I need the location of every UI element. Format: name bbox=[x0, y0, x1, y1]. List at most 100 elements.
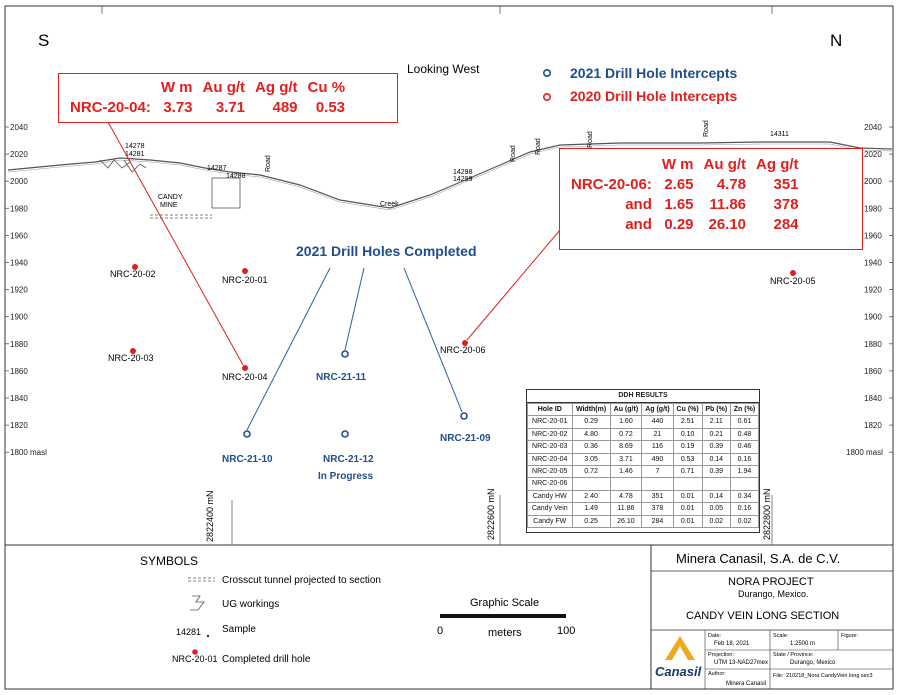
ddh-cell: 0.16 bbox=[729, 452, 760, 467]
drawing-title: CANDY VEIN LONG SECTION bbox=[686, 610, 839, 622]
ddh-cell: 0.02 bbox=[729, 514, 760, 529]
ddh-cell: 4.78 bbox=[609, 489, 643, 504]
road-label: Road bbox=[510, 145, 517, 162]
ddh-header: Ag (g/t) bbox=[641, 402, 674, 417]
ddh-header: Width(m) bbox=[571, 402, 611, 417]
drill-holes-2021 bbox=[243, 350, 468, 438]
ddh-cell: 0.72 bbox=[571, 465, 611, 479]
in-progress-label: In Progress bbox=[318, 471, 373, 482]
ddh-cell: 2.11 bbox=[701, 415, 731, 429]
elevation-label: 2040 bbox=[10, 123, 28, 132]
table-row: NRC-20-06 bbox=[527, 477, 760, 491]
scale-unit: meters bbox=[488, 627, 522, 639]
elevation-label: 2000 bbox=[10, 177, 28, 186]
sample-dot-icon bbox=[206, 634, 210, 638]
ddh-cell: 0.01 bbox=[672, 502, 703, 516]
elevation-label: 1900 bbox=[10, 313, 28, 322]
view-direction: Looking West bbox=[407, 62, 480, 76]
figure-label: Figure: bbox=[841, 633, 859, 639]
ddh-title: DDH RESULTS bbox=[527, 390, 759, 403]
ddh-cell: 26.10 bbox=[609, 514, 643, 529]
callout-row-label: NRC-20-04: bbox=[70, 99, 151, 116]
elevation-label: 1980 bbox=[864, 204, 882, 213]
ddh-cell: 8.69 bbox=[609, 440, 643, 454]
ddh-cell: 0.71 bbox=[672, 465, 703, 479]
scale-title: Graphic Scale bbox=[470, 597, 539, 609]
ddh-cell: 0.29 bbox=[571, 415, 611, 429]
ug-workings-symbol-icon bbox=[190, 595, 205, 611]
elevation-label: 2040 bbox=[864, 123, 882, 132]
canasil-logo-text: Canasil bbox=[655, 664, 702, 679]
ddh-header: Au (g/t) bbox=[609, 402, 643, 417]
file-label: File: bbox=[773, 673, 784, 679]
callout-value: 284 bbox=[773, 216, 799, 233]
ddh-cell: 1.46 bbox=[609, 465, 643, 479]
ddh-cell: 0.25 bbox=[571, 514, 611, 529]
ddh-cell: 0.61 bbox=[729, 415, 760, 429]
2021-intercept-marker-icon bbox=[542, 69, 551, 78]
ddh-cell: 0.01 bbox=[672, 514, 703, 529]
callout-value: 378 bbox=[773, 196, 799, 213]
symbols-title: SYMBOLS bbox=[140, 554, 198, 568]
callout-header: Au g/t bbox=[202, 79, 246, 96]
ddh-header: Hole ID bbox=[527, 402, 573, 417]
ddh-cell: 0.53 bbox=[672, 452, 703, 467]
ddh-cell bbox=[672, 477, 703, 491]
scale-bar bbox=[440, 614, 566, 618]
callout-corner bbox=[566, 155, 657, 175]
ddh-header: Zn (%) bbox=[729, 402, 760, 417]
file-value: 210218_Nora CandyVein long sec3 bbox=[786, 673, 873, 679]
callout-header: W m bbox=[160, 79, 193, 96]
callout-value: 2.65 bbox=[664, 176, 694, 193]
ddh-cell: NRC-20-04 bbox=[527, 452, 573, 467]
elevation-label: 1960 bbox=[864, 231, 882, 240]
grid-lines bbox=[231, 495, 773, 545]
ddh-cell: Candy FW bbox=[527, 514, 573, 529]
ddh-cell: 0.14 bbox=[701, 452, 731, 467]
ddh-cell: 116 bbox=[641, 440, 674, 454]
elevation-label: 1960 bbox=[10, 231, 28, 240]
ddh-cell bbox=[609, 477, 643, 491]
elevation-label: 1980 bbox=[10, 204, 28, 213]
ddh-cell: 7 bbox=[641, 465, 674, 479]
callout-value: 1.65 bbox=[664, 196, 694, 213]
topography-line-fill bbox=[7, 143, 893, 211]
ddh-cell: Candy HW bbox=[527, 489, 573, 504]
completed-title: 2021 Drill Holes Completed bbox=[296, 243, 477, 259]
elevation-label: 1920 bbox=[864, 286, 882, 295]
hole-label-2021: NRC-21-11 bbox=[316, 372, 366, 383]
elevation-label: 1940 bbox=[864, 259, 882, 268]
ddh-cell: NRC-20-03 bbox=[527, 440, 573, 454]
elevation-label: 1860 bbox=[10, 367, 28, 376]
ddh-cell: NRC-20-05 bbox=[527, 465, 573, 479]
drill-holes-2020 bbox=[130, 264, 796, 371]
2020-intercept-marker-icon bbox=[542, 93, 551, 102]
ddh-cell: 0.72 bbox=[609, 427, 643, 442]
scale-label: Scale: bbox=[773, 633, 789, 639]
ddh-cell: 351 bbox=[641, 489, 674, 504]
ddh-header: Cu (%) bbox=[672, 402, 703, 417]
elevation-label: 1880 bbox=[10, 340, 28, 349]
callout-leaders bbox=[107, 121, 561, 366]
ddh-cell: 0.39 bbox=[701, 440, 731, 454]
topography-line bbox=[7, 141, 893, 209]
ddh-cell bbox=[571, 477, 611, 491]
ddh-cell: 21 bbox=[641, 427, 674, 442]
sample-label: 14278 bbox=[125, 143, 145, 150]
sample-label: 14288 bbox=[226, 173, 246, 180]
north-label: N bbox=[830, 31, 842, 50]
sample-label: 14281 bbox=[125, 151, 145, 158]
ddh-cell: 0.21 bbox=[701, 427, 731, 442]
projection-value: UTM 13-NAD27mex bbox=[714, 660, 768, 666]
